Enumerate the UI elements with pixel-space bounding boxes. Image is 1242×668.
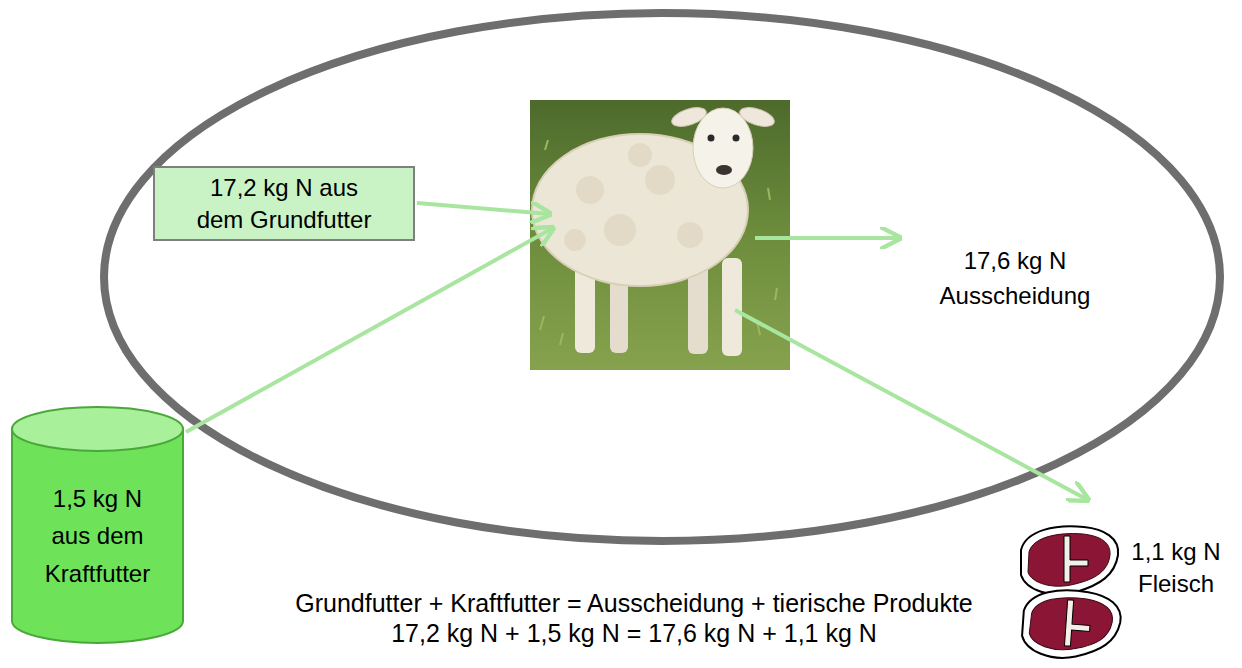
steak-bone [1064, 536, 1088, 582]
steak-fat [1021, 526, 1118, 594]
sheep-leg [722, 258, 742, 356]
flow-arrow [735, 310, 1088, 500]
system-boundary [104, 13, 1220, 541]
cylinder-text-area: 1,5 kg N aus dem Kraftfutter [10, 451, 185, 621]
meat-icon [1016, 518, 1124, 666]
flow-arrow [755, 236, 900, 240]
meat-product: 1,1 kg N Fleisch [1016, 518, 1234, 666]
sheep-head [693, 108, 753, 188]
sheep-wool [564, 143, 703, 251]
cylinder-top [12, 407, 183, 451]
sheep-eye [733, 135, 740, 142]
steak-fat [1021, 587, 1123, 662]
equation-words: Grundfutter + Kraftfutter = Ausscheidung… [134, 589, 1134, 618]
cylinder-body [12, 429, 183, 643]
steak [1021, 587, 1123, 662]
node-text: 1,1 kg N Fleisch [1126, 536, 1226, 601]
steak-bone [1064, 600, 1091, 648]
steak [1021, 526, 1118, 594]
meat-text-area: 1,1 kg N Fleisch [1126, 536, 1226, 601]
flow-arrows [186, 203, 1088, 500]
steak-meat [1028, 534, 1110, 587]
steak-meat [1028, 595, 1114, 653]
node-text: 1,5 kg N aus dem Kraftfutter [35, 480, 160, 592]
sheep-photo [530, 100, 790, 370]
excretion-label: 17,6 kg N Ausscheidung [930, 244, 1100, 314]
node-text: 17,2 kg N aus dem Grundfutter [189, 172, 379, 234]
sheep-eye [708, 135, 715, 142]
equation-numbers: 17,2 kg N + 1,5 kg N = 17,6 kg N + 1,1 k… [134, 619, 1134, 648]
sheep-nose [716, 165, 732, 175]
grass-background [530, 100, 790, 370]
feed-box: 17,2 kg N aus dem Grundfutter [153, 166, 415, 241]
flow-arrow [417, 203, 550, 214]
flow-arrow [186, 228, 553, 432]
concentrate-cylinder: 1,5 kg N aus dem Kraftfutter [10, 405, 185, 645]
